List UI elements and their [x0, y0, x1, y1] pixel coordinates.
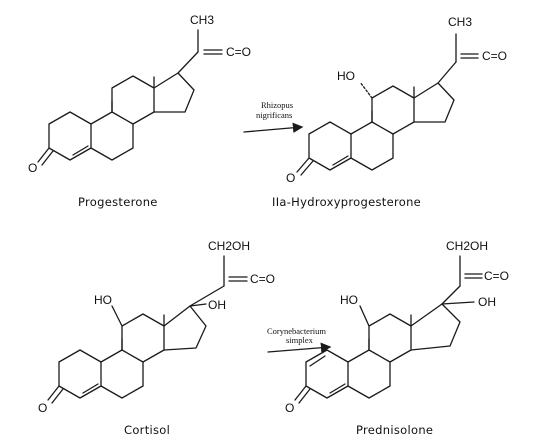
- organism-corynebacterium-label: Corynebacterium: [267, 326, 326, 336]
- prednisolone-oxo-label: O: [285, 401, 294, 415]
- cortisol-17-oh-label: OH: [208, 298, 226, 312]
- hydroxyprogesterone-structure: CH3 C=O HO O IIa-Hydroxyprogesterone: [272, 15, 507, 209]
- organism-simplex-label: simplex: [286, 335, 314, 345]
- cortisol-carbonyl-label: C=O: [250, 272, 275, 286]
- cortisol-oxo-label: O: [38, 401, 47, 415]
- hydroxyprogesterone-skeleton: [296, 33, 479, 176]
- cortisol-structure: CH2OH C=O OH HO O Cortisol: [38, 239, 275, 437]
- progesterone-skeleton: [37, 29, 223, 166]
- reaction1-arrow: Rhizopus nigrificans: [243, 100, 304, 133]
- prednisolone-17-oh-label: OH: [478, 295, 496, 309]
- hydroxyprogesterone-ho-label: HO: [337, 69, 355, 83]
- organism-rhizopus-label: Rhizopus: [261, 100, 293, 110]
- hydroxyprogesterone-ch3-label: CH3: [448, 15, 472, 29]
- progesterone-carbonyl-label: C=O: [226, 45, 251, 59]
- cortisol-name: Cortisol: [124, 423, 170, 437]
- prednisolone-11-ho-label: HO: [340, 293, 358, 307]
- prednisolone-name: Prednisolone: [356, 423, 433, 437]
- progesterone-ch3-label: CH3: [190, 13, 214, 27]
- progesterone-structure: CH3 C=O O Progesterone: [28, 13, 251, 209]
- hydroxyprogesterone-oxo-label: O: [286, 171, 295, 185]
- cortisol-ch2oh-label: CH2OH: [208, 239, 250, 253]
- organism-nigrificans-label: nigrificans: [256, 110, 292, 120]
- hydroxyprogesterone-carbonyl-label: C=O: [482, 49, 507, 63]
- progesterone-name: Progesterone: [78, 195, 158, 209]
- prednisolone-carbonyl-label: C=O: [484, 269, 509, 283]
- progesterone-oxo-label: O: [28, 161, 37, 175]
- reaction2-arrow: Corynebacterium simplex: [267, 326, 332, 353]
- hydroxyprogesterone-name: IIa-Hydroxyprogesterone: [272, 195, 421, 209]
- prednisolone-ch2oh-label: CH2OH: [446, 239, 488, 253]
- prednisolone-structure: CH2OH C=O OH HO O Prednisolone: [285, 239, 509, 437]
- prednisolone-skeleton: [294, 255, 483, 404]
- cortisol-skeleton: [47, 255, 248, 404]
- cortisol-11-ho-label: HO: [94, 293, 112, 307]
